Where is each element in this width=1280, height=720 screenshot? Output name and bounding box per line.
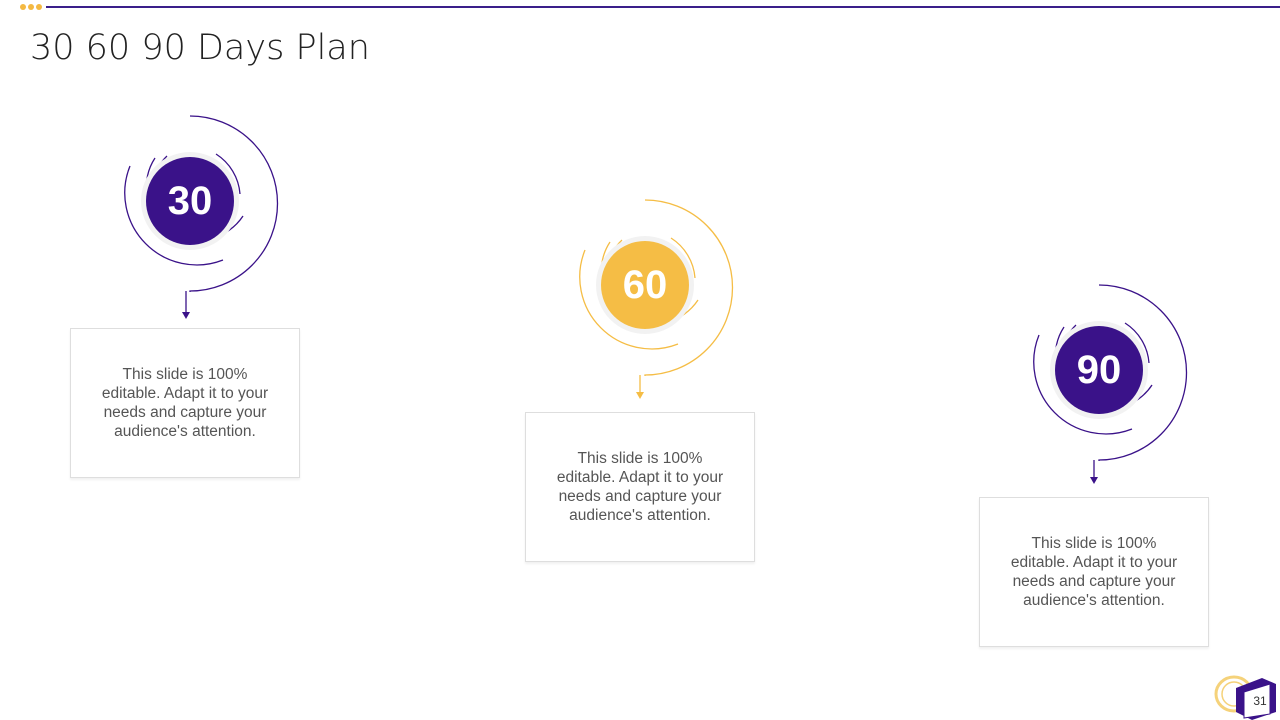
header-dot [36, 4, 42, 10]
milestone-description: This slide is 100% editable. Adapt it to… [101, 366, 269, 440]
header-line [46, 6, 1280, 8]
milestone-graphic: 60 [560, 199, 734, 410]
milestone-description: This slide is 100% editable. Adapt it to… [556, 450, 724, 524]
milestone-number: 30 [146, 157, 234, 245]
milestone-number: 60 [601, 241, 689, 329]
page-title: 30 60 90 Days Plan [30, 28, 370, 68]
header-dot [28, 4, 34, 10]
milestone-graphic: 30 [105, 115, 279, 326]
milestone-description: This slide is 100% editable. Adapt it to… [1010, 535, 1178, 609]
brand-logo-icon [1214, 675, 1276, 720]
header-dots [20, 4, 42, 10]
header-dot [20, 4, 26, 10]
milestone-graphic: 90 [1014, 284, 1188, 495]
page-number: 31 [1253, 694, 1267, 708]
milestone-text-box: This slide is 100% editable. Adapt it to… [525, 412, 755, 562]
milestone-text-box: This slide is 100% editable. Adapt it to… [979, 497, 1209, 647]
milestone-number: 90 [1055, 326, 1143, 414]
milestone-text-box: This slide is 100% editable. Adapt it to… [70, 328, 300, 478]
